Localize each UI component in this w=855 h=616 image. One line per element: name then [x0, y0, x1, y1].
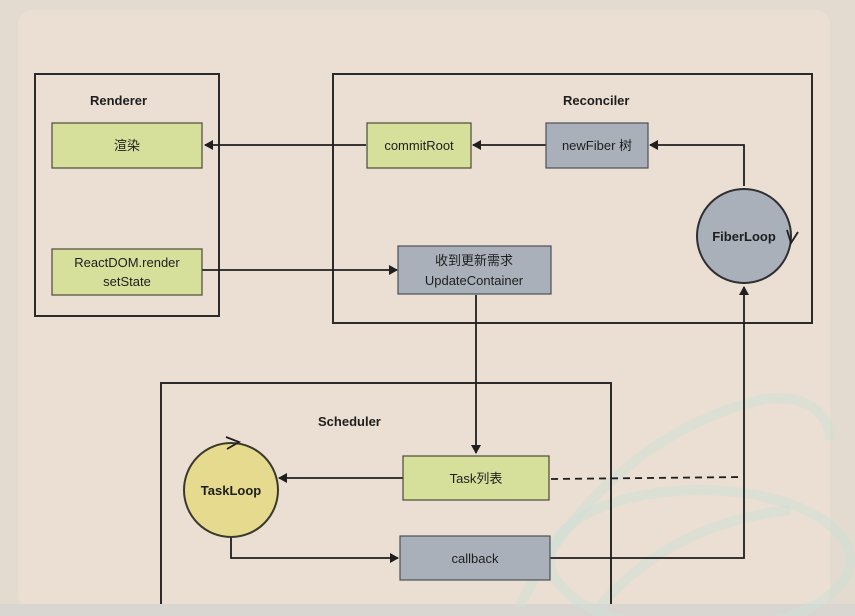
- node-callback-label: callback: [452, 551, 499, 566]
- renderer-title: Renderer: [90, 93, 147, 108]
- node-commit-root-label: commitRoot: [384, 138, 454, 153]
- node-fiber-loop: FiberLoop: [696, 188, 799, 284]
- reconciler-box: [332, 73, 813, 324]
- watermark-shape: [515, 393, 855, 616]
- renderer-group: Renderer: [34, 73, 220, 317]
- renderer-box: [34, 73, 220, 317]
- node-react-dom-render: ReactDOM.render setState: [51, 248, 203, 296]
- scheduler-group: Scheduler: [160, 382, 612, 604]
- node-task-list: Task列表: [402, 455, 550, 501]
- scheduler-box: [160, 382, 612, 604]
- node-fiber-loop-label: FiberLoop: [712, 229, 776, 244]
- bottom-strip: [0, 604, 855, 616]
- edge-fiberloop-to-newfiber: [649, 140, 745, 186]
- node-commit-root: commitRoot: [366, 122, 472, 169]
- node-task-loop-label: TaskLoop: [201, 483, 261, 498]
- loop-arrow-icon: [786, 229, 799, 246]
- edge-tasklist-dashed: [550, 476, 743, 480]
- reconciler-group: Reconciler: [332, 73, 813, 324]
- node-update-container: 收到更新需求 UpdateContainer: [397, 245, 552, 295]
- node-task-list-label: Task列表: [450, 471, 503, 486]
- node-set-state-label: setState: [103, 274, 151, 289]
- loop-arrow-icon: [225, 436, 242, 450]
- node-render-label: 渲染: [114, 138, 140, 153]
- diagram-panel: [18, 10, 830, 608]
- node-task-loop: TaskLoop: [183, 436, 279, 538]
- edge-taskloop-to-callback: [230, 537, 399, 563]
- node-callback: callback: [399, 535, 551, 581]
- node-new-fiber-tree-label: newFiber 树: [562, 138, 632, 153]
- edge-callback-to-fiberloop: [550, 286, 749, 559]
- scheduler-title: Scheduler: [318, 414, 381, 429]
- node-react-dom-render-label: ReactDOM.render: [74, 255, 180, 270]
- node-update-request-label: 收到更新需求: [435, 253, 513, 268]
- edges: [202, 140, 749, 563]
- node-update-container-label: UpdateContainer: [425, 273, 524, 288]
- node-render: 渲染: [51, 122, 203, 169]
- reconciler-title: Reconciler: [563, 93, 629, 108]
- node-new-fiber-tree: newFiber 树: [545, 122, 649, 169]
